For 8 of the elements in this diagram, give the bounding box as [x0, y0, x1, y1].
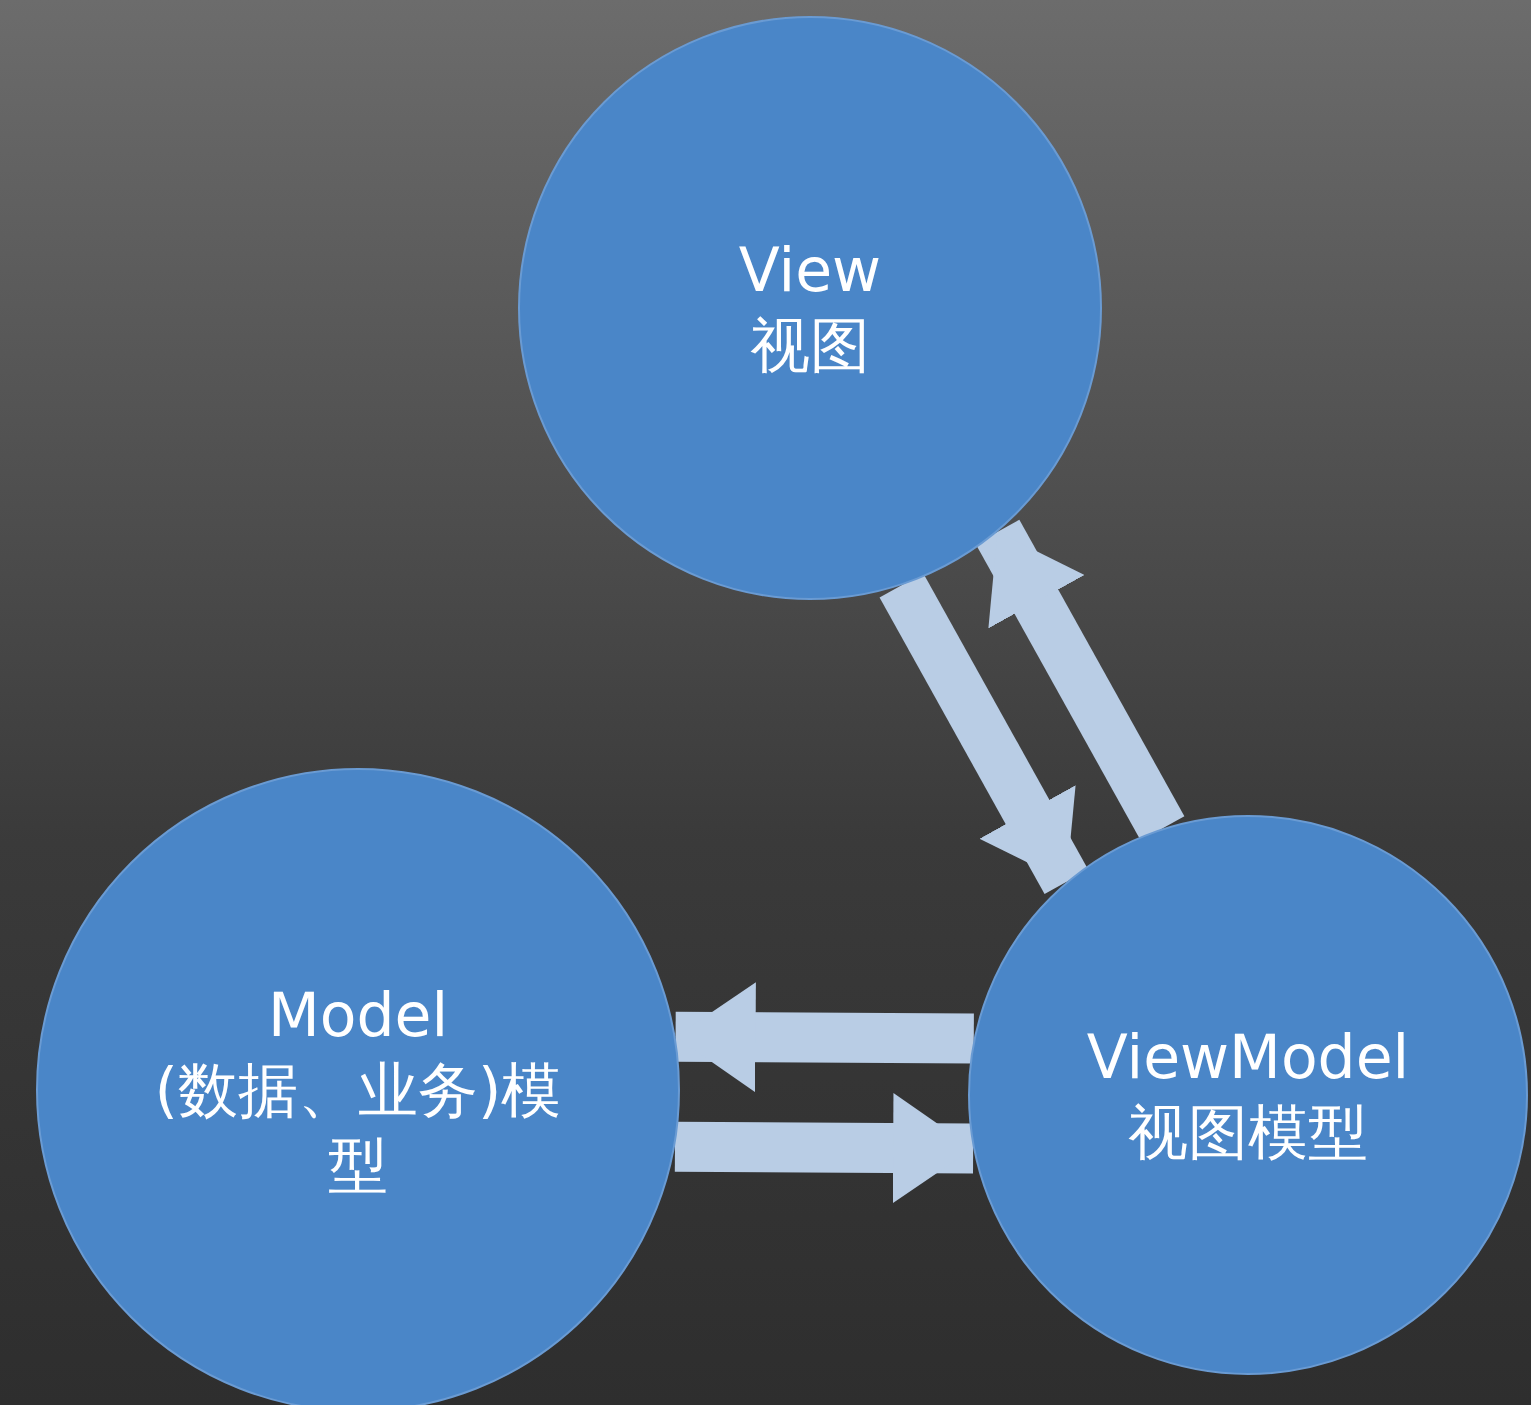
node-label: (数据、业务)模型	[153, 1053, 563, 1202]
node-label: 视图模型	[1128, 1096, 1368, 1169]
node-label: View	[738, 234, 882, 307]
node-label: 视图	[750, 309, 870, 382]
node-label: Model	[267, 978, 449, 1052]
block-arrow	[675, 982, 974, 1093]
node-label: ViewModel	[1086, 1021, 1410, 1094]
block-arrow	[674, 1093, 974, 1203]
